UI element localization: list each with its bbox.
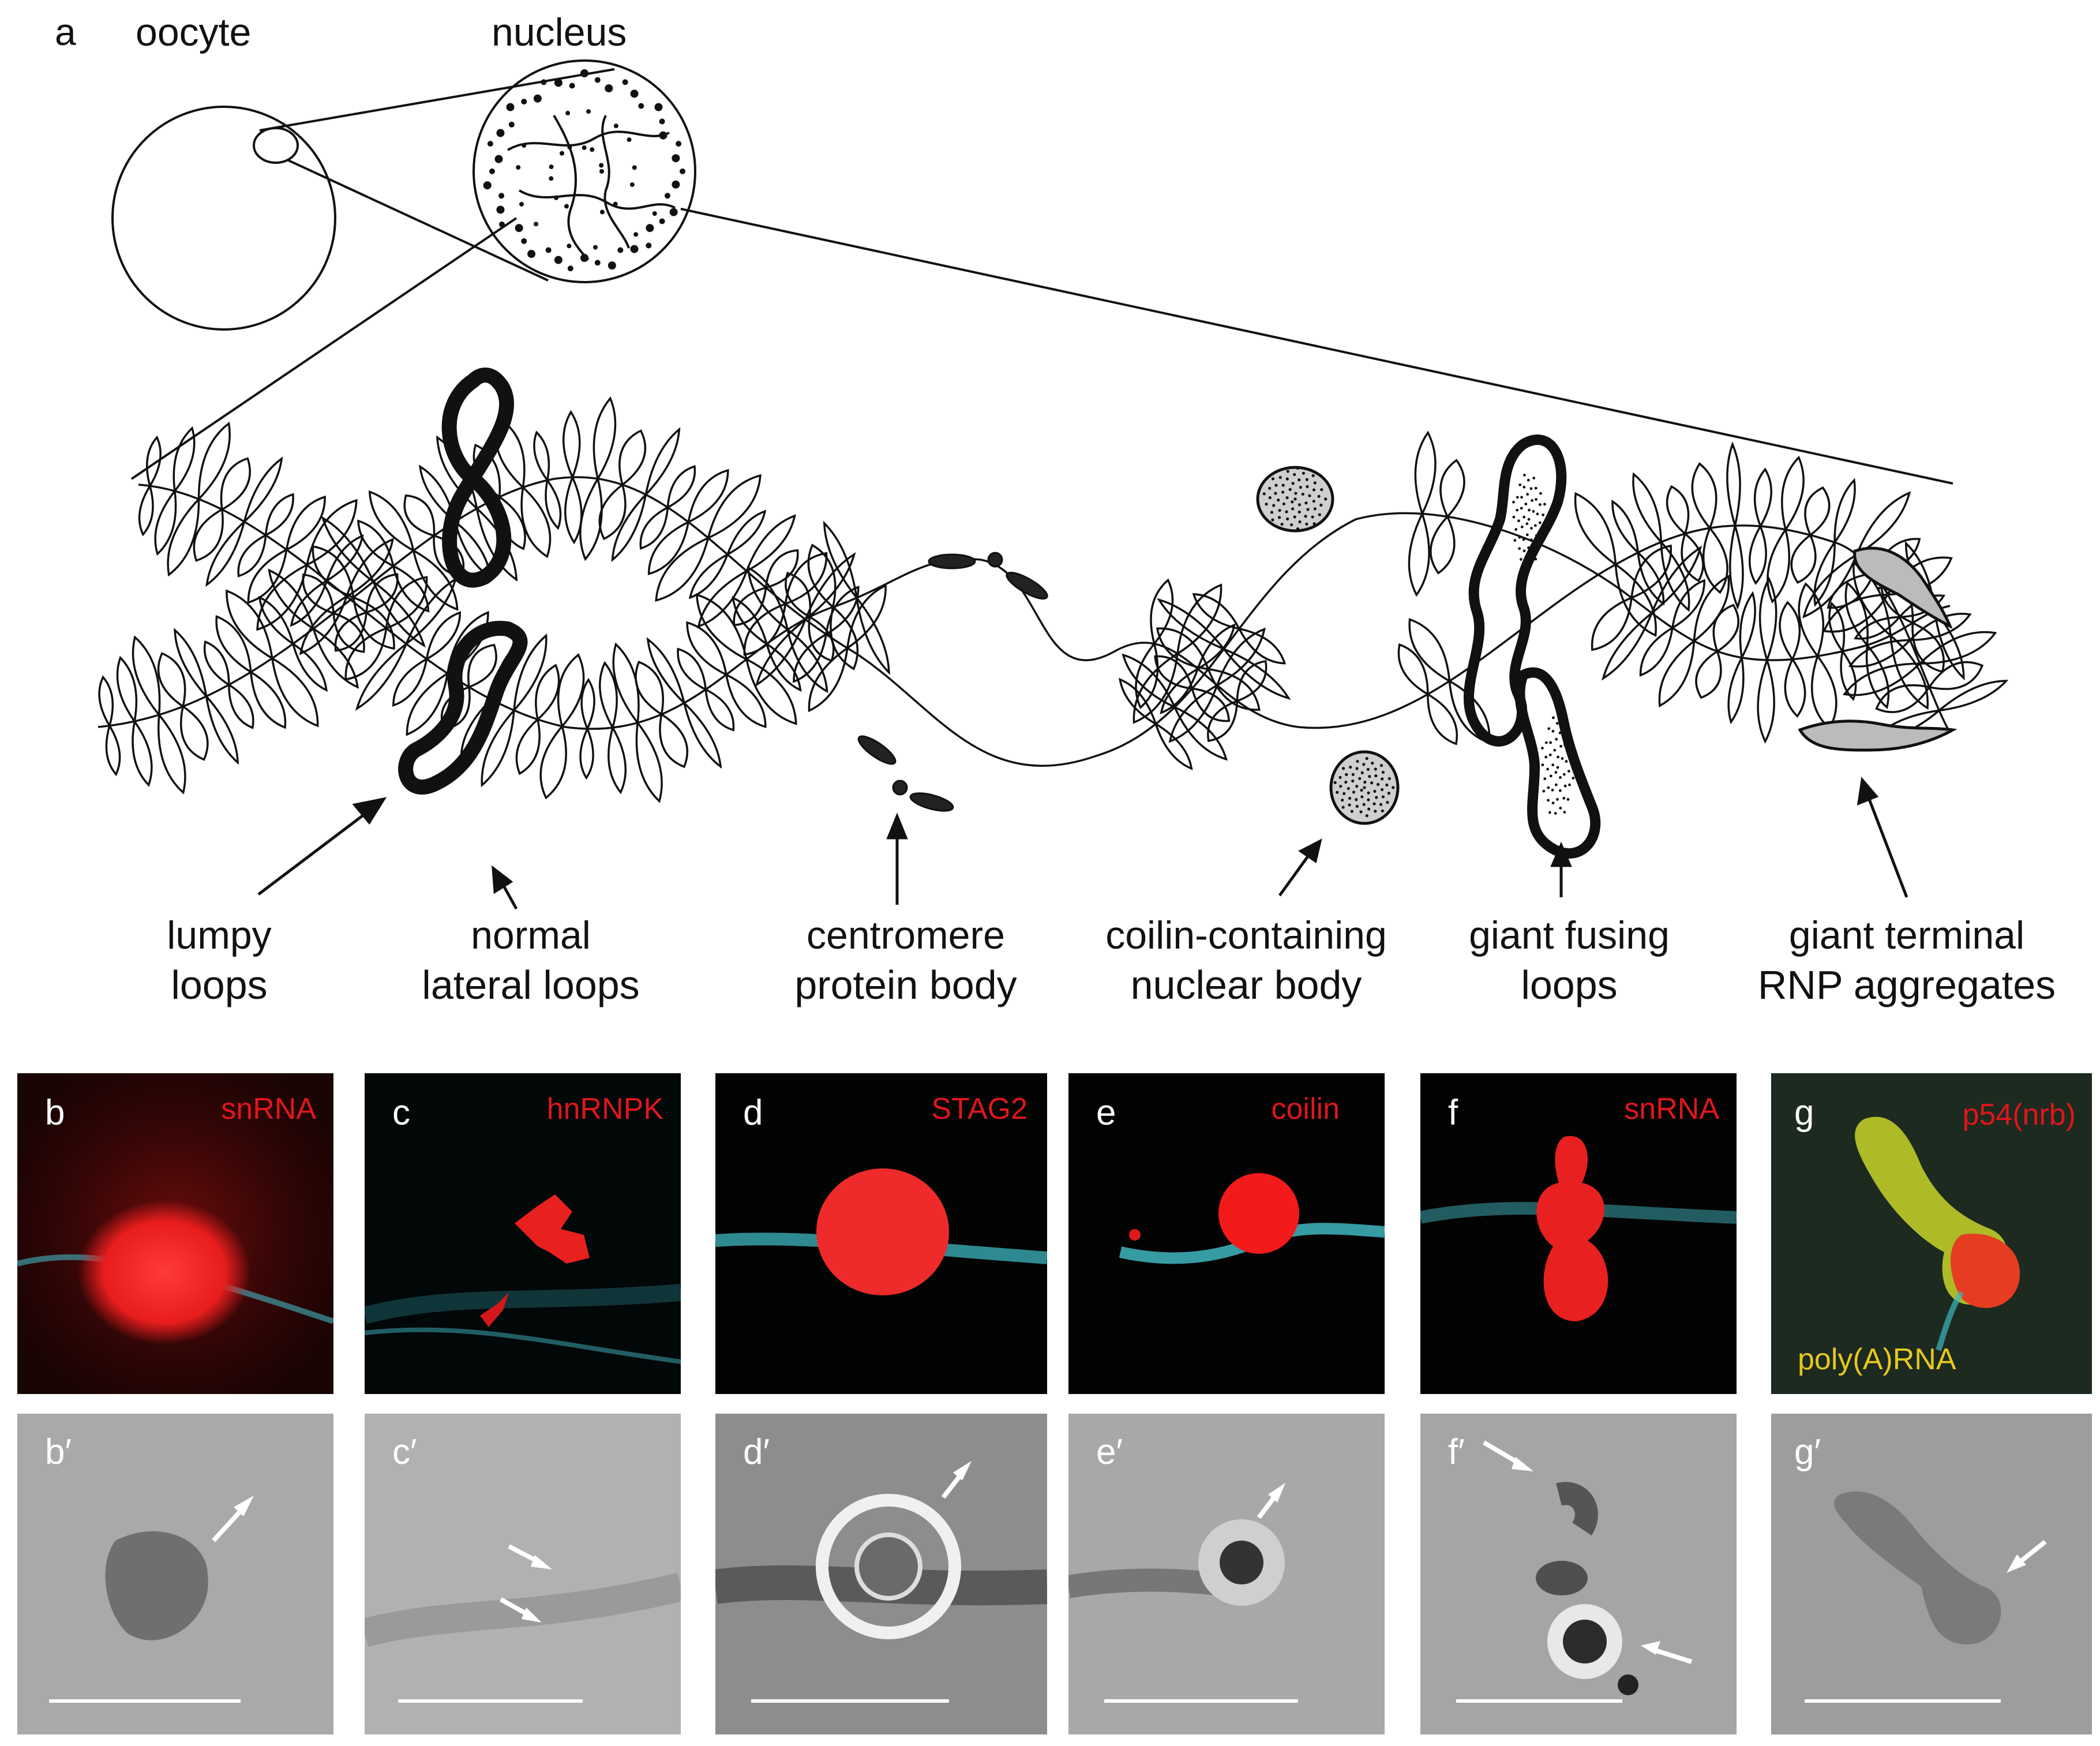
panel-g-stain2: poly(A)RNA xyxy=(1798,1343,1956,1376)
panel-b-prime: b′ xyxy=(17,1414,333,1734)
oocyte-label: oocyte xyxy=(136,10,252,54)
panel-c-prime: c′ xyxy=(365,1414,681,1734)
panel-f-stain: snRNA xyxy=(1624,1092,1719,1126)
panel-g-letter: g xyxy=(1794,1093,1814,1133)
panel-e-prime-letter: e′ xyxy=(1096,1432,1123,1472)
panel-c-letter: c xyxy=(392,1093,410,1133)
terminal-aggregates xyxy=(1798,546,1957,752)
panel-g-prime-image xyxy=(1805,1491,2047,1703)
panel-e: e coilin xyxy=(1068,1073,1385,1394)
panel-e-prime-image xyxy=(1068,1483,1298,1703)
giant-fusing-loops xyxy=(1463,434,1601,859)
panel-f-prime: f′ xyxy=(1420,1414,1737,1734)
panel-g-image xyxy=(1855,1116,2020,1351)
panel-d-prime-image xyxy=(715,1461,1047,1703)
caption-giant-terminal-aggregates: giant terminal RNP aggregates xyxy=(1757,913,2056,1007)
panel-b: b snRNA xyxy=(17,1073,333,1394)
coilin-bodies xyxy=(1256,466,1400,825)
panel-e-stain: coilin xyxy=(1271,1092,1340,1126)
caption-coilin-nuclear-body: coilin-containing nuclear body xyxy=(1105,913,1387,1007)
panel-g-prime: g′ xyxy=(1771,1414,2092,1734)
nucleus-label: nucleus xyxy=(492,10,627,54)
panel-f-letter: f xyxy=(1448,1093,1458,1133)
lampbrush-chromosome-diagram xyxy=(97,59,2009,910)
panel-c-image xyxy=(365,1194,681,1364)
panel-c-stain: hnRNPK xyxy=(546,1092,663,1126)
panel-e-image xyxy=(1119,1173,1385,1264)
panel-b-stain: snRNA xyxy=(221,1092,316,1126)
panel-e-letter: e xyxy=(1096,1093,1116,1133)
nucleus-circle xyxy=(472,59,696,283)
panel-d: d STAG2 xyxy=(715,1073,1047,1394)
panel-b-prime-letter: b′ xyxy=(45,1432,72,1472)
lumpy-loops xyxy=(398,368,528,795)
panel-d-image xyxy=(715,1168,1047,1295)
panel-b-prime-image xyxy=(49,1496,254,1703)
caption-normal-lateral-loops: normal lateral loops xyxy=(422,913,640,1007)
caption-giant-fusing-loops: giant fusing loops xyxy=(1469,913,1670,1007)
panel-d-prime: d′ xyxy=(715,1414,1047,1734)
panel-f-prime-image xyxy=(1456,1440,1693,1703)
panel-b-letter: b xyxy=(45,1093,65,1133)
panel-d-stain: STAG2 xyxy=(931,1092,1028,1126)
annotation-arrows xyxy=(257,777,1908,910)
panel-a-letter: a xyxy=(55,10,76,53)
panel-d-prime-letter: d′ xyxy=(743,1432,770,1472)
panel-c: c hnRNPK xyxy=(365,1073,681,1394)
panel-g-stain: p54(nrb) xyxy=(1962,1098,2076,1131)
caption-lumpy-loops: lumpy loops xyxy=(167,913,272,1007)
caption-centromere-protein-body: centromere protein body xyxy=(794,913,1017,1007)
oocyte-circle xyxy=(111,106,336,331)
panel-g: g p54(nrb) poly(A)RNA xyxy=(1771,1073,2092,1394)
panel-b-image xyxy=(17,1073,333,1394)
panel-e-prime: e′ xyxy=(1068,1414,1385,1734)
panel-c-prime-image xyxy=(365,1544,681,1703)
panel-f-prime-letter: f′ xyxy=(1448,1432,1465,1472)
oocyte-nucleus-small xyxy=(253,127,299,164)
panel-c-prime-letter: c′ xyxy=(392,1432,417,1472)
panel-f-image xyxy=(1420,1136,1737,1321)
centromere-bodies xyxy=(857,552,1048,812)
panel-g-prime-letter: g′ xyxy=(1794,1432,1821,1472)
panel-d-letter: d xyxy=(743,1093,763,1133)
panel-f: f snRNA xyxy=(1420,1073,1737,1394)
